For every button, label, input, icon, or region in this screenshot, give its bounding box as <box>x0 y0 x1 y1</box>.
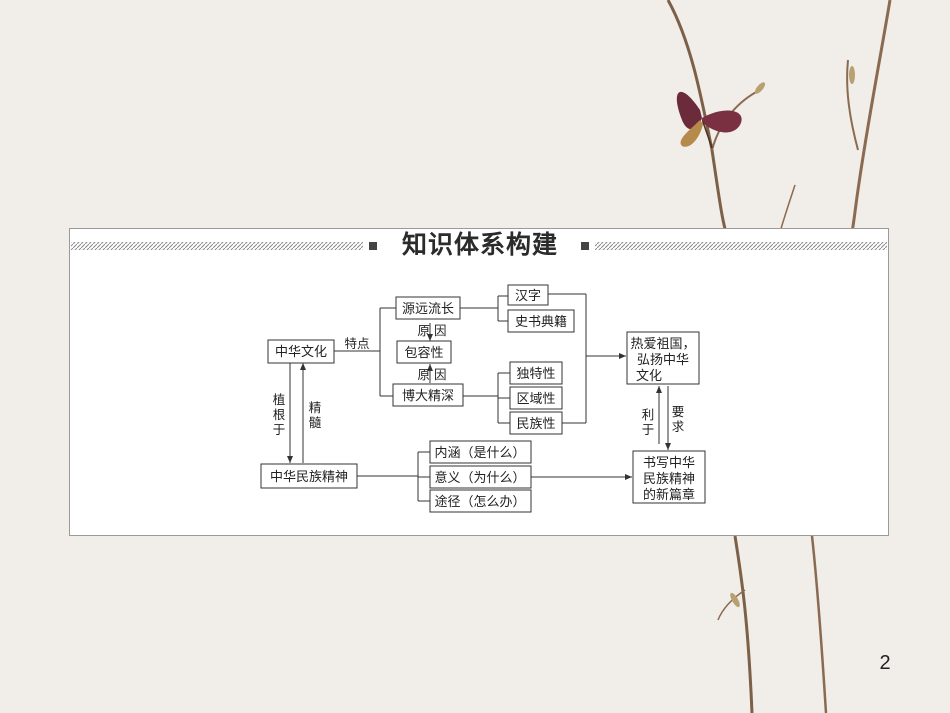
label-liyu-2: 于 <box>642 422 655 437</box>
section-title: 知识体系构建 <box>401 230 558 259</box>
node-box-neihan <box>429 440 532 464</box>
node-box-quyuxing <box>509 386 563 410</box>
title-bar <box>71 242 887 250</box>
node-yiyi: 意义（为什么） <box>434 470 525 486</box>
node-box-dutexing <box>509 361 563 385</box>
branch-twig-3 <box>779 184 796 233</box>
branch-twig-2 <box>846 59 859 151</box>
node-box-shuxie <box>632 450 706 504</box>
leaf-bud <box>730 66 855 608</box>
node-box-tujing <box>429 489 532 513</box>
label-liyu-1: 利 <box>642 407 655 422</box>
label-zhigen-1: 植 <box>273 392 286 407</box>
node-reai-line-3: 文化 <box>636 369 662 384</box>
label-yaoqiu-1: 要 <box>672 404 685 419</box>
node-shuxie-line-1: 书写中华 <box>643 456 695 471</box>
node-shuxie-line-2: 民族精神 <box>643 471 695 487</box>
node-dutexing: 独特性 <box>516 367 555 382</box>
butterfly-icon <box>676 91 742 149</box>
label-jingsui-2: 髓 <box>309 415 322 430</box>
node-shuxie-line-3: 的新篇章 <box>643 487 695 503</box>
node-baorongxing: 包容性 <box>404 345 443 361</box>
branch-lower-twig <box>717 589 746 621</box>
node-yuanyuan-liuchang: 源远流长 <box>402 302 454 317</box>
node-minzuxing: 民族性 <box>516 416 555 432</box>
node-reai-line-1: 热爱祖国， <box>630 337 695 352</box>
node-hanzi: 汉字 <box>515 289 541 304</box>
label-yuanyin-1: 原 因 <box>418 323 447 338</box>
node-reai-line-2: 弘扬中华 <box>637 353 689 368</box>
node-box-hanzi <box>507 284 549 306</box>
node-quyuxing: 区域性 <box>516 392 555 407</box>
node-box-minzuxing <box>509 411 563 435</box>
branch-lower <box>733 535 754 713</box>
node-zhonghua-wenhua: 中华文化 <box>275 345 327 360</box>
node-tujing: 途径（怎么办） <box>434 494 525 510</box>
label-yaoqiu-2: 求 <box>672 419 685 434</box>
branch-right <box>850 0 892 233</box>
node-shishu-dianji: 史书典籍 <box>515 314 567 330</box>
page-number: 2 <box>879 652 891 674</box>
node-box-yuanyuan <box>395 296 461 320</box>
node-box-jingshen <box>260 463 358 489</box>
label-zhigen-2: 根 <box>273 407 286 422</box>
node-boda-jingshen: 博大精深 <box>402 389 454 404</box>
node-box-shishu <box>507 309 575 333</box>
node-box-yiyi <box>429 465 532 489</box>
node-zhonghua-minzu-jingshen: 中华民族精神 <box>270 469 348 485</box>
label-yuanyin-2: 原 因 <box>418 367 447 382</box>
node-box-baorongxing <box>396 340 452 364</box>
label-tedian: 特点 <box>344 336 369 351</box>
node-box-reai <box>626 331 700 385</box>
branch-lower-2 <box>810 535 828 713</box>
label-zhigen-3: 于 <box>273 422 286 437</box>
node-box-boda <box>392 383 464 407</box>
label-jingsui-1: 精 <box>309 400 322 415</box>
node-neihan: 内涵（是什么） <box>434 445 525 461</box>
node-box-zhonghua-wenhua <box>267 339 335 364</box>
